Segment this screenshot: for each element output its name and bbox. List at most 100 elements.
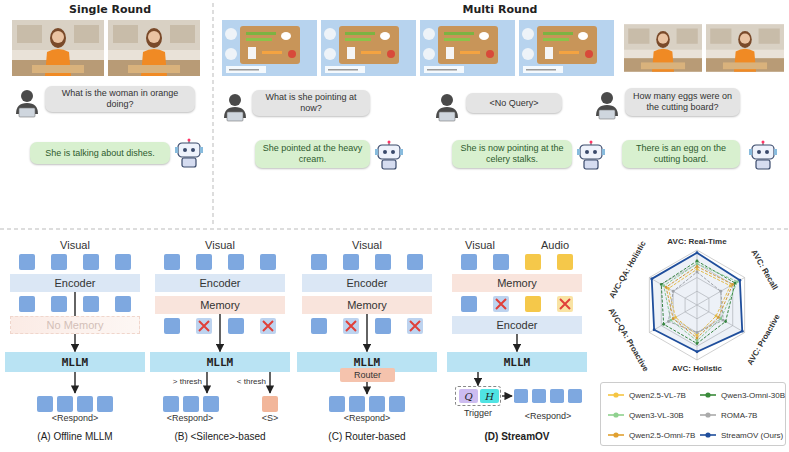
answer-bubble: She is now pointing at the celery stalks… [452, 140, 572, 168]
node-text: H [485, 391, 494, 402]
trigger-box: TriggerQH [455, 386, 501, 406]
swatch-dot [705, 392, 710, 397]
legend-swatch [699, 410, 717, 420]
swatch-dot [613, 392, 618, 397]
trigger-label: Trigger [444, 408, 512, 418]
query-bubble: What is she pointing at now? [252, 90, 370, 116]
swatch-dot [705, 412, 710, 417]
node-text: Router [354, 370, 381, 380]
radar-point [653, 328, 656, 331]
text-label: (D) StreamOV [447, 431, 587, 443]
node-text: Encoder [55, 277, 96, 289]
text-label: AVC: Real-Time [647, 237, 747, 247]
text-label: < thresh [218, 377, 266, 387]
legend-swatch [607, 430, 625, 440]
text-label: <Respond> [160, 413, 220, 424]
text-label: Visual [5, 239, 145, 251]
legend-swatch [607, 390, 625, 400]
radar-grid [649, 250, 744, 360]
node-text: Encoder [497, 319, 538, 331]
text-label: Single Round [40, 3, 180, 17]
legend-text: Qwen3-Omni-30B [721, 391, 785, 400]
legend-text: Qwen3-VL-30B [629, 411, 684, 420]
memory-band: Memory [155, 296, 285, 314]
mllm-band: MLLM [150, 352, 290, 372]
legend-swatch [699, 390, 717, 400]
text-label: > thresh [150, 377, 202, 387]
answer-bubble: There is an egg on the cutting board. [622, 140, 740, 168]
radar-point [650, 277, 653, 280]
robot-icons [175, 139, 777, 170]
text-label: Visual [297, 239, 437, 251]
legend-swatch [607, 410, 625, 420]
node-text: Memory [497, 277, 537, 289]
dividers [0, 3, 789, 229]
encoder-band: Encoder [302, 274, 432, 292]
encoder-band: Encoder [452, 316, 582, 334]
legend-box: Qwen2.5-VL-7B Qwen3-Omni-30B Qwen3-VL-30B R… [600, 382, 786, 446]
encoder-band: Encoder [10, 274, 140, 292]
history-token: H [480, 389, 499, 403]
text-label: <Respond> [510, 411, 586, 422]
text-label: AVC-QA: Holistic [604, 233, 653, 307]
radar-chart [649, 250, 744, 360]
memory-band: No Memory [10, 316, 140, 334]
router-box: Router [340, 368, 395, 382]
node-text: What is the woman in orange doing? [51, 88, 189, 110]
radar-point [696, 251, 699, 254]
legend-item: Qwen3-VL-30B [607, 409, 684, 421]
node-text: She is talking about dishes. [45, 148, 155, 159]
text-label: <S> [255, 413, 285, 424]
encoder-band: Encoder [155, 274, 285, 292]
answer-bubble: She is talking about dishes. [30, 142, 170, 164]
node-text: Encoder [347, 277, 388, 289]
memory-band: Memory [302, 296, 432, 314]
text-label: Visual [447, 239, 513, 251]
node-text: What is she pointing at now? [258, 92, 364, 114]
legend-text: Qwen2.5-VL-7B [629, 391, 686, 400]
output-arrows [75, 372, 512, 396]
radar-point [738, 279, 741, 282]
legend-item: Qwen3-Omni-30B [699, 389, 785, 401]
query-bubble: <No Query> [466, 93, 562, 113]
text-label: AVC: Holistic [647, 364, 747, 374]
text-label: (B) <Silence>-based [150, 431, 290, 443]
text-label: Visual [150, 239, 290, 251]
node-text: There is an egg on the cutting board. [628, 143, 734, 165]
node-text: <No Query> [489, 98, 538, 109]
query-bubble: What is the woman in orange doing? [45, 86, 195, 112]
radar-point [741, 330, 744, 333]
mllm-band: MLLM [447, 352, 587, 372]
text-label: Audio [522, 239, 588, 251]
legend-item: StreamOV (Ours) [699, 429, 783, 441]
legend-text: ROMA-7B [721, 411, 757, 420]
node-text: Memory [200, 299, 240, 311]
radar-point [696, 350, 699, 353]
connector-arrow [366, 314, 367, 352]
text-label: AVC: Recall [740, 233, 789, 307]
node-text: MLLM [62, 356, 89, 369]
node-text: MLLM [207, 356, 234, 369]
query-bubble: How many eggs were on the cutting board? [625, 88, 740, 116]
legend-text: Qwen2.5-Omni-7B [629, 431, 695, 440]
query-token: Q [459, 389, 478, 403]
node-text: How many eggs were on the cutting board? [631, 91, 734, 113]
legend-text: StreamOV (Ours) [721, 431, 783, 440]
node-text: Q [464, 391, 472, 402]
connector-arrow [219, 314, 220, 352]
text-label: AVC-QA: Proactive [604, 303, 653, 377]
text-label: AVC: Proactive [740, 303, 789, 377]
video-frames [12, 20, 784, 76]
mllm-band: MLLM [5, 352, 145, 372]
connector-arrow [477, 372, 478, 386]
node-text: Memory [347, 299, 387, 311]
node-text: MLLM [504, 356, 531, 369]
memory-band: Memory [452, 274, 582, 292]
radar-series [652, 253, 743, 352]
legend-item: ROMA-7B [699, 409, 757, 421]
text-label: <Respond> [5, 413, 145, 424]
answer-bubble: She pointed at the heavy cream. [255, 140, 370, 168]
swatch-dot [705, 432, 710, 437]
